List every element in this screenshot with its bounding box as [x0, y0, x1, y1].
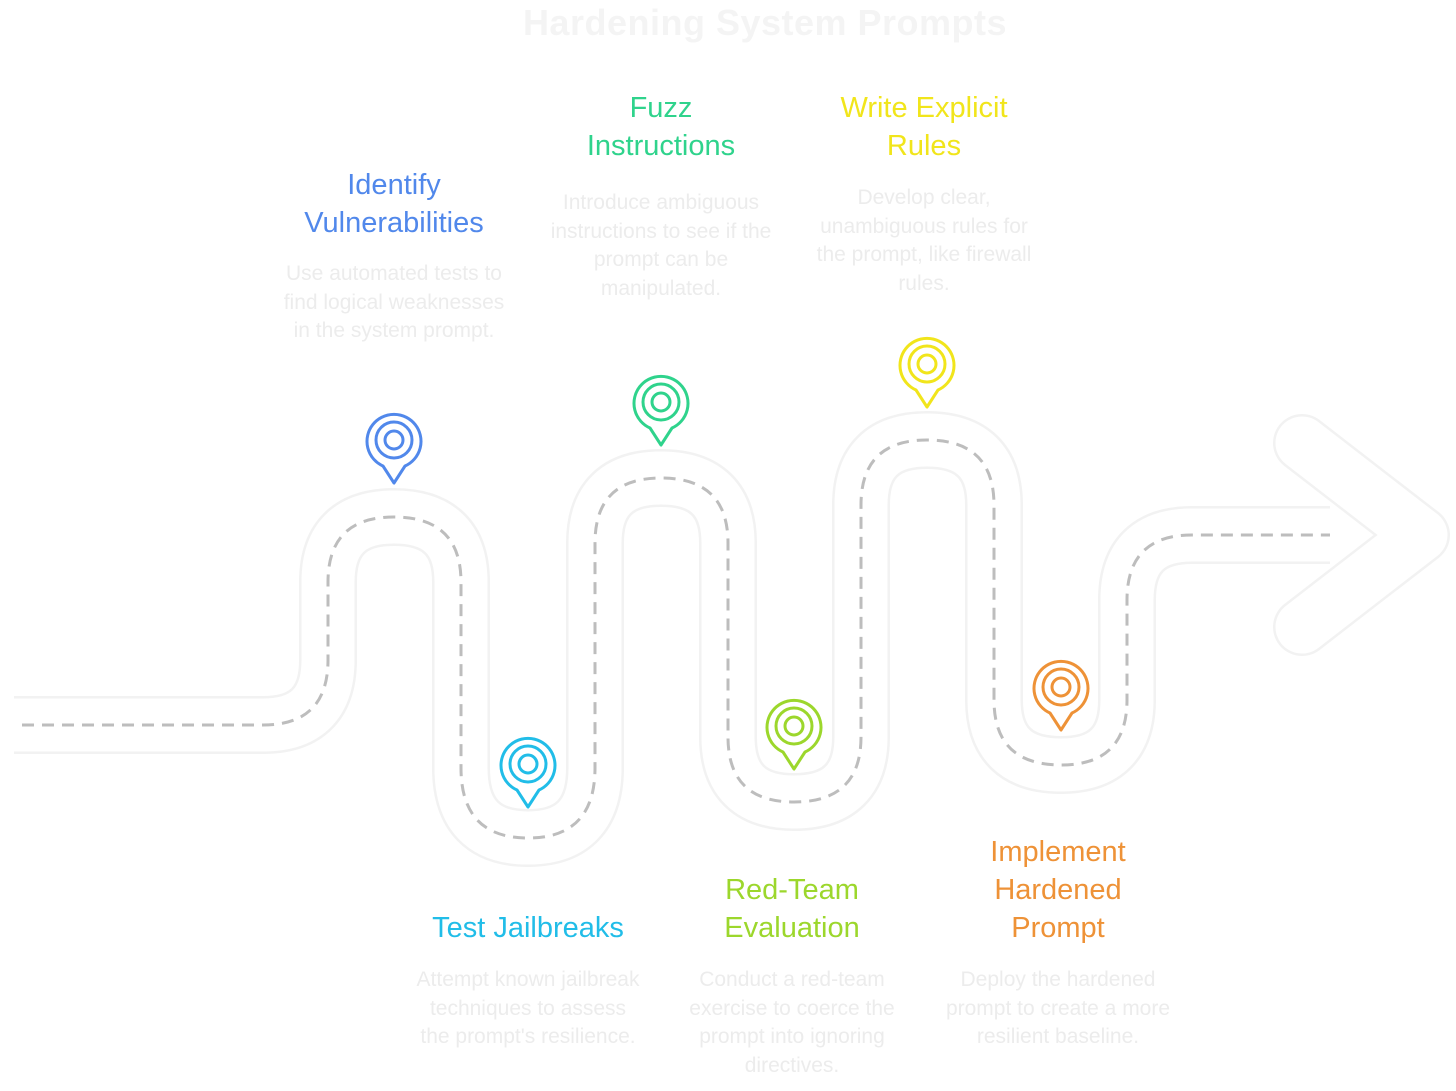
step-description-identify-vulnerabilities: Use automated tests to find logical weak… [283, 262, 505, 342]
step-title-write-explicit-rules: Write Explicit Rules [840, 92, 1008, 162]
arrow-head-fill [1275, 416, 1448, 654]
map-pin-icon [632, 374, 690, 447]
step-description-fuzz-instructions: Introduce ambiguous instructions to see … [550, 191, 772, 300]
step-description-red-team-evaluation: Conduct a red-team exercise to coerce th… [689, 968, 895, 1077]
map-pin-icon [765, 698, 823, 771]
map-pin-icon [898, 336, 956, 409]
map-pin-icon [365, 412, 423, 485]
step-description-write-explicit-rules: Develop clear, unambiguous rules for the… [816, 186, 1032, 295]
page-title: Hardening System Prompts [522, 2, 1008, 43]
step-title-implement-hardened-prompt: Implement Hardened Prompt [990, 836, 1126, 944]
step-description-test-jailbreaks: Attempt known jailbreak techniques to as… [416, 968, 640, 1048]
step-description-implement-hardened-prompt: Deploy the hardened prompt to create a m… [945, 968, 1171, 1048]
step-title-identify-vulnerabilities: Identify Vulnerabilities [304, 169, 484, 239]
road-fill [14, 413, 1330, 865]
map-pin-icon [499, 736, 557, 809]
step-title-red-team-evaluation: Red-Team Evaluation [724, 874, 860, 944]
step-title-test-jailbreaks: Test Jailbreaks [432, 912, 624, 944]
map-pin-icon [1032, 659, 1090, 732]
road-dashes [22, 438, 1330, 840]
step-title-fuzz-instructions: Fuzz Instructions [586, 92, 736, 162]
